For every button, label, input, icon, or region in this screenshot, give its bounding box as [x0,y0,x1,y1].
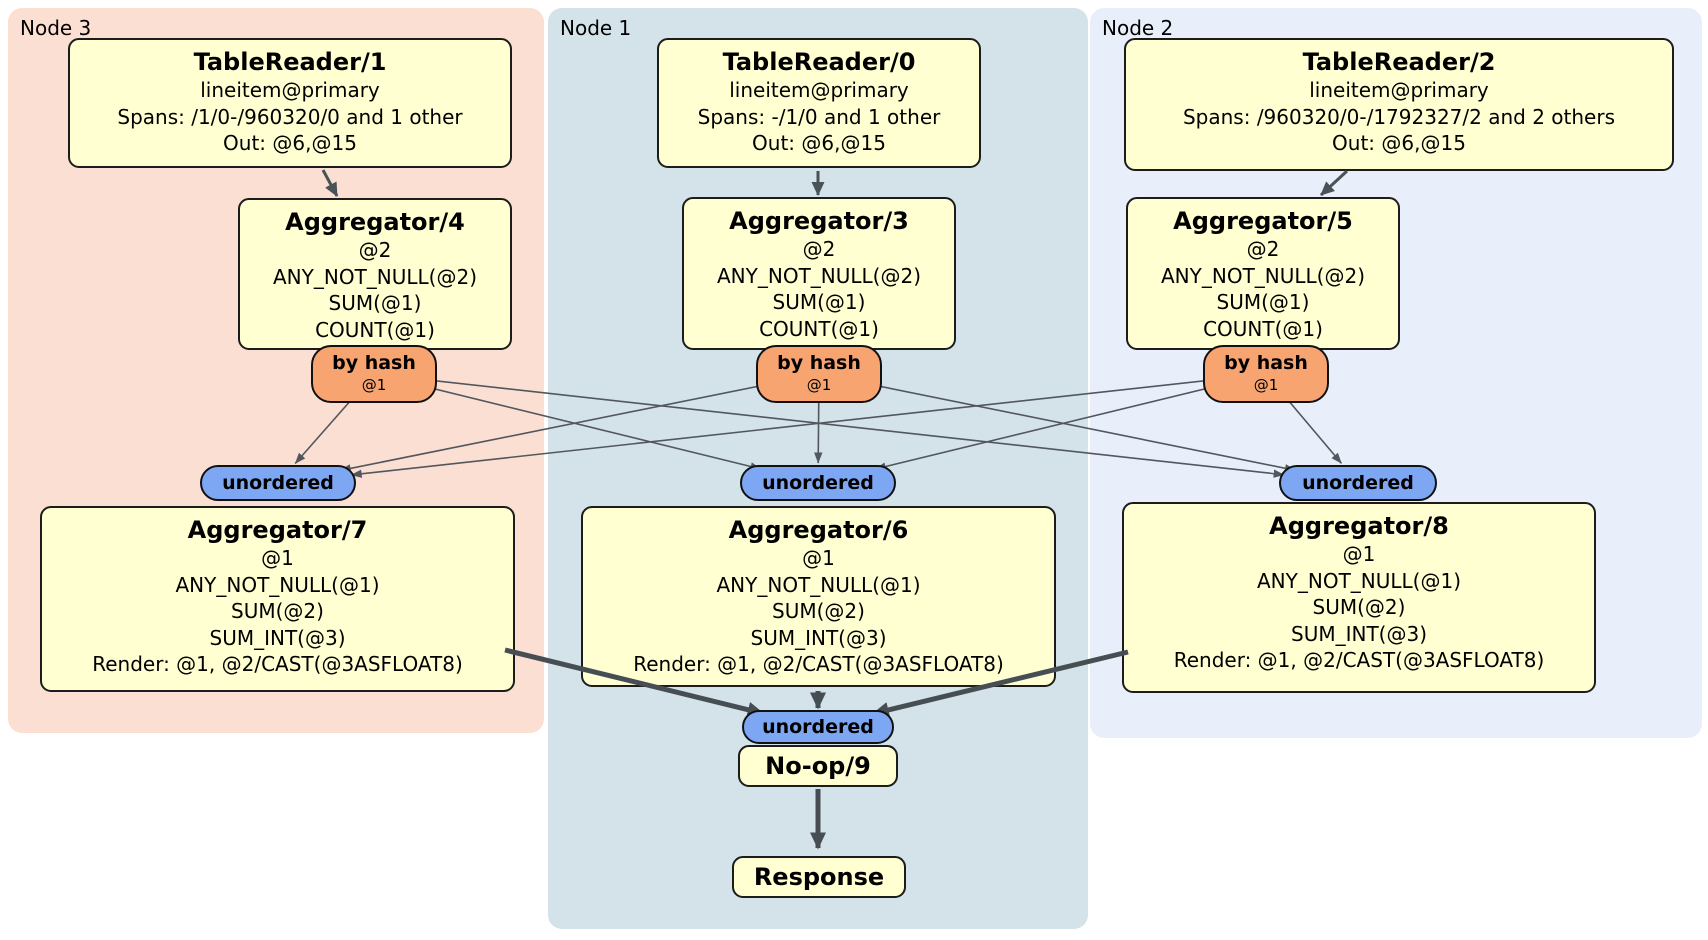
plan-node-line: @1 [1342,542,1376,566]
plan-node-line: SUM_INT(@3) [209,625,346,650]
plan-node-line: ANY_NOT_NULL(@1) [1257,568,1461,593]
plan-node-line: SUM_INT(@3) [750,625,887,650]
plan-node-title: Aggregator/3 [729,207,909,235]
plan-node-line: @2 [802,237,836,261]
plan-node-line: Render: @1, @2/CAST(@3ASFLOAT8) [1173,648,1545,672]
plan-node-line: @2 [1246,237,1280,261]
plan-node-title: TableReader/2 [1302,48,1496,76]
plan-node-line: SUM(@1) [328,291,422,315]
plan-node-line: Spans: /960320/0-/1792327/2 and 2 others [1182,104,1615,129]
plan-node-line: ANY_NOT_NULL(@2) [1161,263,1365,288]
plan-node-title: Aggregator/6 [728,516,909,544]
plan-node-line: ANY_NOT_NULL(@2) [717,263,921,288]
plan-node-title: Aggregator/8 [1269,512,1449,540]
plan-node-line: SUM(@1) [1216,290,1310,314]
region-label: Node 2 [1102,16,1174,40]
plan-node-line: Out: @6,@15 [1332,131,1466,155]
region-label: Node 1 [560,16,632,40]
plan-node-line: SUM_INT(@3) [1291,621,1427,646]
plan-node-title: TableReader/1 [193,48,387,76]
plan-node-line: lineitem@primary [200,78,380,102]
plan-node-line: @1 [802,546,835,570]
plan-node-line: Render: @1, @2/CAST(@3ASFLOAT8) [633,652,1004,676]
plan-node-line: SUM(@2) [1312,595,1406,619]
plan-node-line: Spans: /1/0-/960320/0 and 1 other [117,104,463,129]
plan-node-line: Out: @6,@15 [223,131,357,155]
plan-node-line: lineitem@primary [1309,78,1489,102]
plan-node-line: ANY_NOT_NULL(@1) [175,572,380,597]
plan-node-line: @1 [261,546,294,570]
plan-node-title: No-op/9 [765,752,871,780]
plan-node-line: SUM(@1) [772,290,866,314]
plan-node-response: Response [732,856,906,898]
plan-node-line: SUM(@2) [231,599,324,623]
plan-node-title: TableReader/0 [722,48,916,76]
plan-node-title: Aggregator/7 [187,516,368,544]
plan-node-line: COUNT(@1) [315,317,435,342]
plan-node-line: Out: @6,@15 [752,131,886,155]
plan-node-line: Spans: -/1/0 and 1 other [697,104,941,129]
plan-node-title: Aggregator/4 [285,208,465,236]
plan-node-line: COUNT(@1) [759,316,879,341]
plan-node-line: @2 [358,238,392,262]
plan-node-noop-9: No-op/9 [738,745,898,787]
plan-node-line: Render: @1, @2/CAST(@3ASFLOAT8) [92,652,463,676]
plan-node-line: COUNT(@1) [1203,316,1323,341]
plan-node-line: ANY_NOT_NULL(@1) [716,572,921,597]
plan-node-title: Aggregator/5 [1173,207,1353,235]
plan-node-line: ANY_NOT_NULL(@2) [273,264,477,289]
plan-node-title: Response [753,863,885,891]
plan-node-line: lineitem@primary [729,78,909,102]
region-label: Node 3 [20,16,92,40]
plan-node-line: SUM(@2) [772,599,865,623]
